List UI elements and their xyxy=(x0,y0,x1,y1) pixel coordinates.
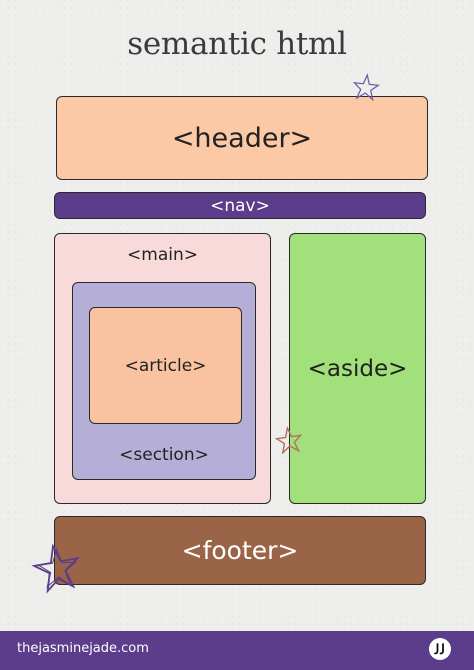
article-block: <article> xyxy=(89,307,242,424)
header-block: <header> xyxy=(56,96,428,180)
main-label: <main> xyxy=(127,245,198,265)
star-icon xyxy=(352,73,380,101)
nav-block: <nav> xyxy=(54,192,426,219)
aside-block: <aside> xyxy=(289,233,426,504)
star-icon xyxy=(275,426,303,454)
star-icon xyxy=(31,543,81,594)
footer-block: <footer> xyxy=(54,516,426,585)
section-label: <section> xyxy=(119,445,209,465)
main-block: <main> <article> <section> xyxy=(54,233,271,504)
bottom-bar: thejasminejade.com xyxy=(0,631,474,670)
section-block: <article> <section> xyxy=(72,282,256,480)
site-url[interactable]: thejasminejade.com xyxy=(17,641,149,656)
page-title: semantic html xyxy=(127,26,347,62)
jj-logo-icon xyxy=(429,638,451,660)
